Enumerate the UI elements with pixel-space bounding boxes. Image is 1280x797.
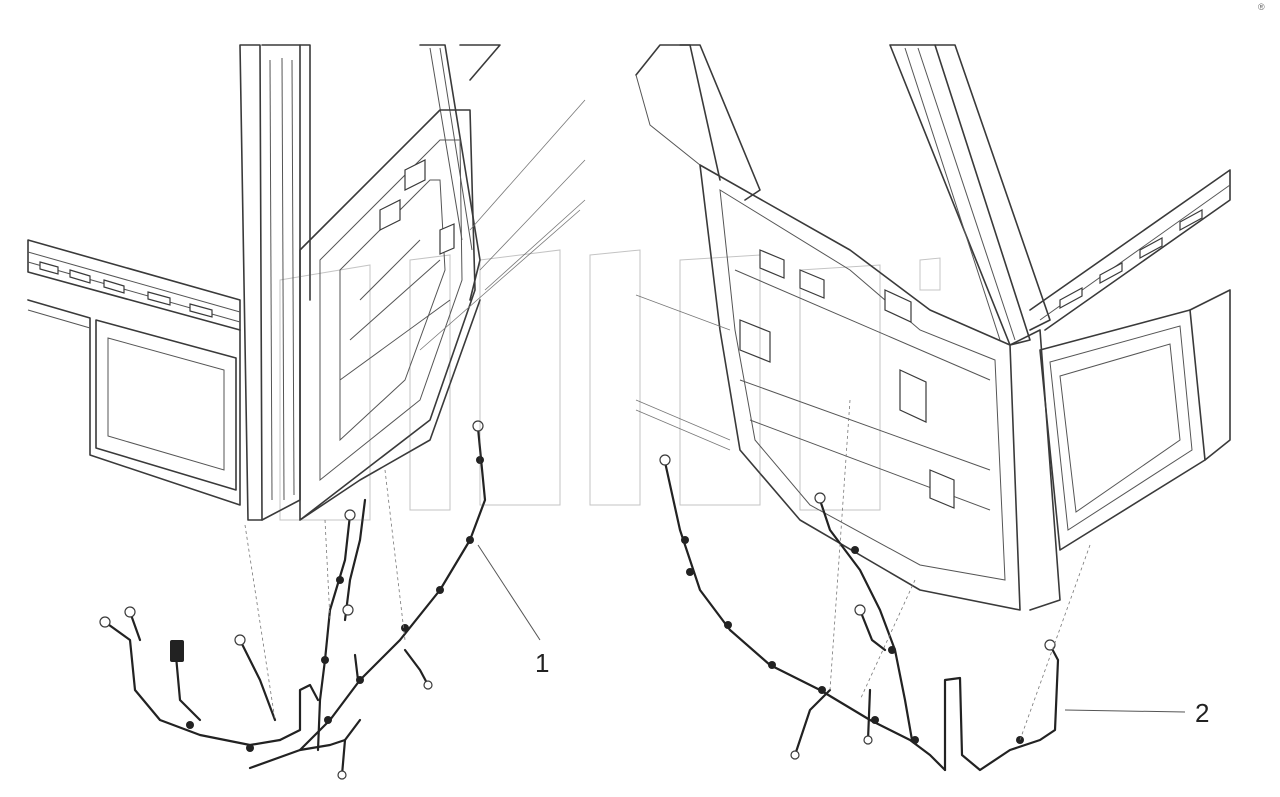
left-cab-structure [27,44,586,521]
leader-line-2 [1064,709,1186,713]
right-wiring-harness [659,399,1091,772]
watermark-logo [279,249,941,521]
leader-line-1 [477,544,541,641]
callout-label-2: 2 [1195,698,1210,728]
left-wiring-harness [99,420,487,780]
right-cab-structure [635,44,1231,611]
callout-label-1: 1 [535,648,550,678]
corner-mark: ® [1258,2,1265,12]
